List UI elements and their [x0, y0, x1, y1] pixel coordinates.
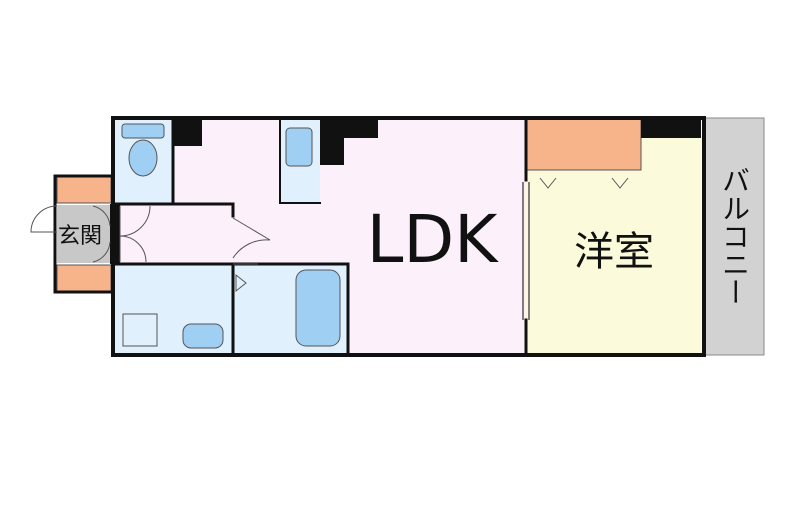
- sliding-door: [522, 182, 530, 320]
- balcony-floor: [703, 117, 765, 356]
- entrance-door: [30, 205, 58, 233]
- wall-block: [320, 118, 378, 165]
- balcony-label: バルコニー: [718, 166, 751, 306]
- washroom-mirror: [235, 273, 247, 293]
- ldk-label: LDK: [367, 201, 500, 278]
- walls: [53, 116, 706, 357]
- closet-doors: [539, 177, 629, 189]
- entrance-floor: [57, 205, 113, 263]
- column: [641, 118, 701, 138]
- washing-machine-space: [122, 313, 158, 347]
- column: [110, 204, 120, 264]
- column: [174, 118, 202, 146]
- shoe-closet-top: [56, 176, 112, 204]
- door-swings: [92, 205, 271, 265]
- entrance-label: 玄関: [58, 224, 102, 249]
- bathtub-icon: [295, 269, 341, 347]
- shoe-closet-bottom: [56, 264, 112, 292]
- fridge-icon: [285, 127, 313, 167]
- toilet-icon: [121, 123, 165, 177]
- closet: [526, 117, 642, 171]
- western-room-label: 洋室: [574, 229, 654, 275]
- washbasin-icon: [182, 323, 224, 349]
